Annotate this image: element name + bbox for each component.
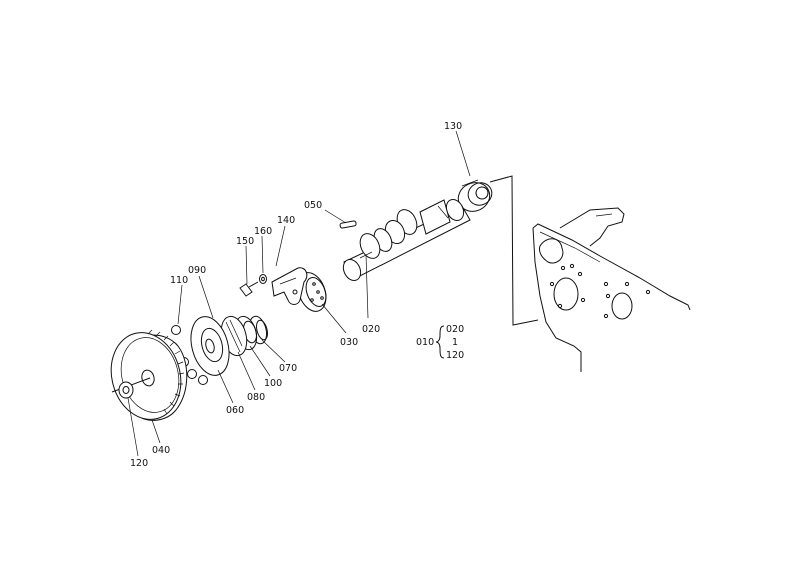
washer-160 (259, 274, 267, 284)
label-090: 090 (188, 265, 206, 276)
label-050: 050 (304, 200, 322, 211)
label-140: 140 (277, 215, 295, 226)
label-080: 080 (247, 392, 265, 403)
key-050 (339, 220, 357, 229)
assembly-range-separator: 1 (452, 337, 458, 348)
assembly-range-start: 020 (446, 324, 464, 335)
label-160: 160 (254, 226, 272, 237)
camshaft-020 (342, 198, 471, 282)
label-110: 110 (170, 275, 188, 286)
label-040: 040 (152, 445, 170, 456)
label-020: 020 (362, 324, 380, 335)
label-070: 070 (279, 363, 297, 374)
bolt-150 (239, 281, 259, 297)
engine-housing-plate (532, 207, 691, 372)
assembly-range-end: 120 (446, 350, 464, 361)
disc-060 (190, 316, 230, 376)
gear-040 (110, 329, 188, 421)
label-060: 060 (226, 405, 244, 416)
part-number-labels: 130 050 140 160 150 110 090 020 030 070 … (130, 121, 462, 469)
label-120: 120 (130, 458, 148, 469)
bearing-130 (457, 179, 493, 212)
leader-lines (127, 130, 471, 457)
label-030: 030 (340, 337, 358, 348)
label-100: 100 (264, 378, 282, 389)
nut-120 (118, 381, 134, 399)
label-130: 130 (444, 121, 462, 132)
lever-140 (271, 267, 308, 305)
assembly-group: 010 020 1 120 (416, 324, 464, 361)
assembly-parent-label: 010 (416, 337, 434, 348)
label-150: 150 (236, 236, 254, 247)
assembly-line (489, 175, 539, 326)
assembly-brace (435, 325, 445, 359)
